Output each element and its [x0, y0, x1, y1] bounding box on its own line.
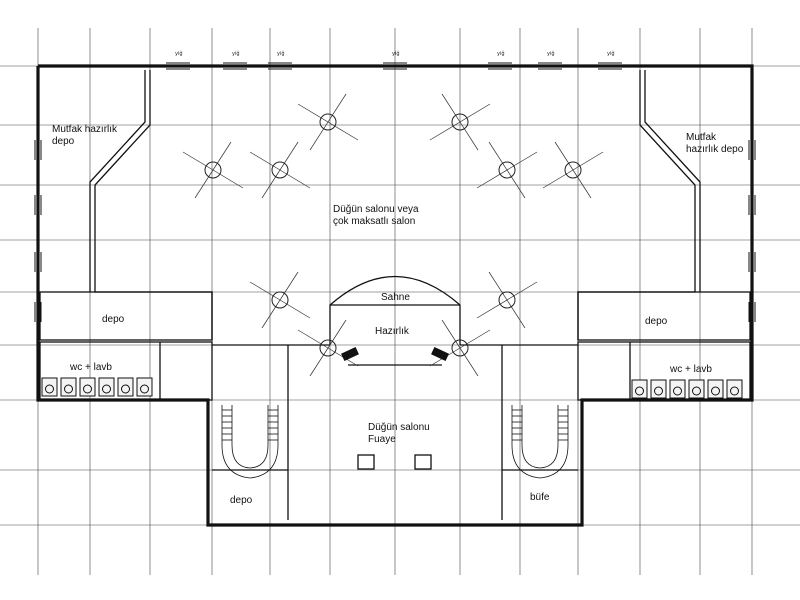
- toilet-icon: [673, 386, 682, 396]
- spotlight-left: [341, 346, 359, 362]
- toilet-icon: [45, 384, 54, 394]
- wc-cubicle: [79, 377, 96, 397]
- wc-cubicle: [136, 377, 153, 397]
- room-label-stage: Sahne: [381, 292, 410, 303]
- window-tag: yiğ: [497, 50, 505, 57]
- ceiling-light: [271, 161, 289, 179]
- wc-fixtures: [41, 377, 743, 399]
- room-label-kitchen-left: Mutfak hazırlık depo: [52, 124, 120, 147]
- toilet-icon: [692, 386, 701, 396]
- room-label-buffet: büfe: [530, 492, 550, 503]
- light-ray: [261, 141, 299, 199]
- wc-cubicle: [60, 377, 77, 397]
- wc-cubicle: [98, 377, 115, 397]
- light-ray: [309, 319, 347, 377]
- outer-walls: [36, 64, 754, 527]
- toilet-icon: [64, 384, 73, 394]
- window-tag: yiğ: [232, 50, 240, 57]
- window-marks: yiğ yiğ yiğ yiğ yiğ yiğ yiğ: [34, 50, 756, 322]
- room-label-foyer: Düğün salonu Fuaye: [368, 422, 433, 445]
- room-label-depo-right: depo: [645, 316, 668, 327]
- ceiling-light: [451, 339, 469, 357]
- wc-cubicle: [650, 379, 667, 399]
- room-label-hall: Düğün salonu veya çok maksatlı salon: [333, 204, 421, 227]
- ceiling-light: [319, 339, 337, 357]
- room-label-wc-right: wc + lavb: [669, 364, 712, 375]
- toilet-icon: [83, 384, 92, 394]
- ceiling-light: [271, 291, 289, 309]
- room-label-wc-left: wc + lavb: [69, 362, 112, 373]
- room-label-prep: Hazırlık: [375, 326, 410, 337]
- wc-cubicle: [631, 379, 648, 399]
- light-ray: [488, 271, 526, 329]
- stair-right: [511, 405, 569, 479]
- foyer-column-right: [414, 454, 432, 470]
- wc-cubicle: [688, 379, 705, 399]
- window-tag: yiğ: [175, 50, 183, 57]
- wc-cubicle: [41, 377, 58, 397]
- toilet-icon: [140, 384, 149, 394]
- foyer-column-left: [357, 454, 375, 470]
- stair-treads: [222, 409, 568, 441]
- toilet-icon: [654, 386, 663, 396]
- window-tag: yiğ: [547, 50, 555, 57]
- toilet-icon: [711, 386, 720, 396]
- wc-cubicle: [669, 379, 686, 399]
- window-tag: yiğ: [392, 50, 400, 57]
- toilet-icon: [102, 384, 111, 394]
- stair-left: [221, 405, 279, 479]
- ceiling-light: [498, 161, 516, 179]
- toilet-icon: [635, 386, 644, 396]
- room-label-depo-left: depo: [102, 314, 125, 325]
- wc-cubicle: [117, 377, 134, 397]
- window-tag: yiğ: [607, 50, 615, 57]
- ceiling-light: [204, 161, 222, 179]
- room-label-kitchen-right: Mutfak hazırlık depo: [686, 132, 744, 155]
- toilet-icon: [730, 386, 739, 396]
- ceiling-light: [564, 161, 582, 179]
- wc-cubicle: [726, 379, 743, 399]
- light-ray: [488, 141, 526, 199]
- light-ray: [194, 141, 232, 199]
- ceiling-light: [319, 113, 337, 131]
- light-ray: [554, 141, 592, 199]
- room-label-depo-bottom: depo: [230, 495, 253, 506]
- light-ray: [261, 271, 299, 329]
- spotlight-right: [431, 346, 449, 362]
- window-tag: yiğ: [277, 50, 285, 57]
- wc-cubicle: [707, 379, 724, 399]
- light-ray: [441, 319, 479, 377]
- ceiling-lights: [182, 93, 604, 377]
- ceiling-light: [451, 113, 469, 131]
- ceiling-light: [498, 291, 516, 309]
- light-ray: [309, 93, 347, 151]
- light-ray: [441, 93, 479, 151]
- toilet-icon: [121, 384, 130, 394]
